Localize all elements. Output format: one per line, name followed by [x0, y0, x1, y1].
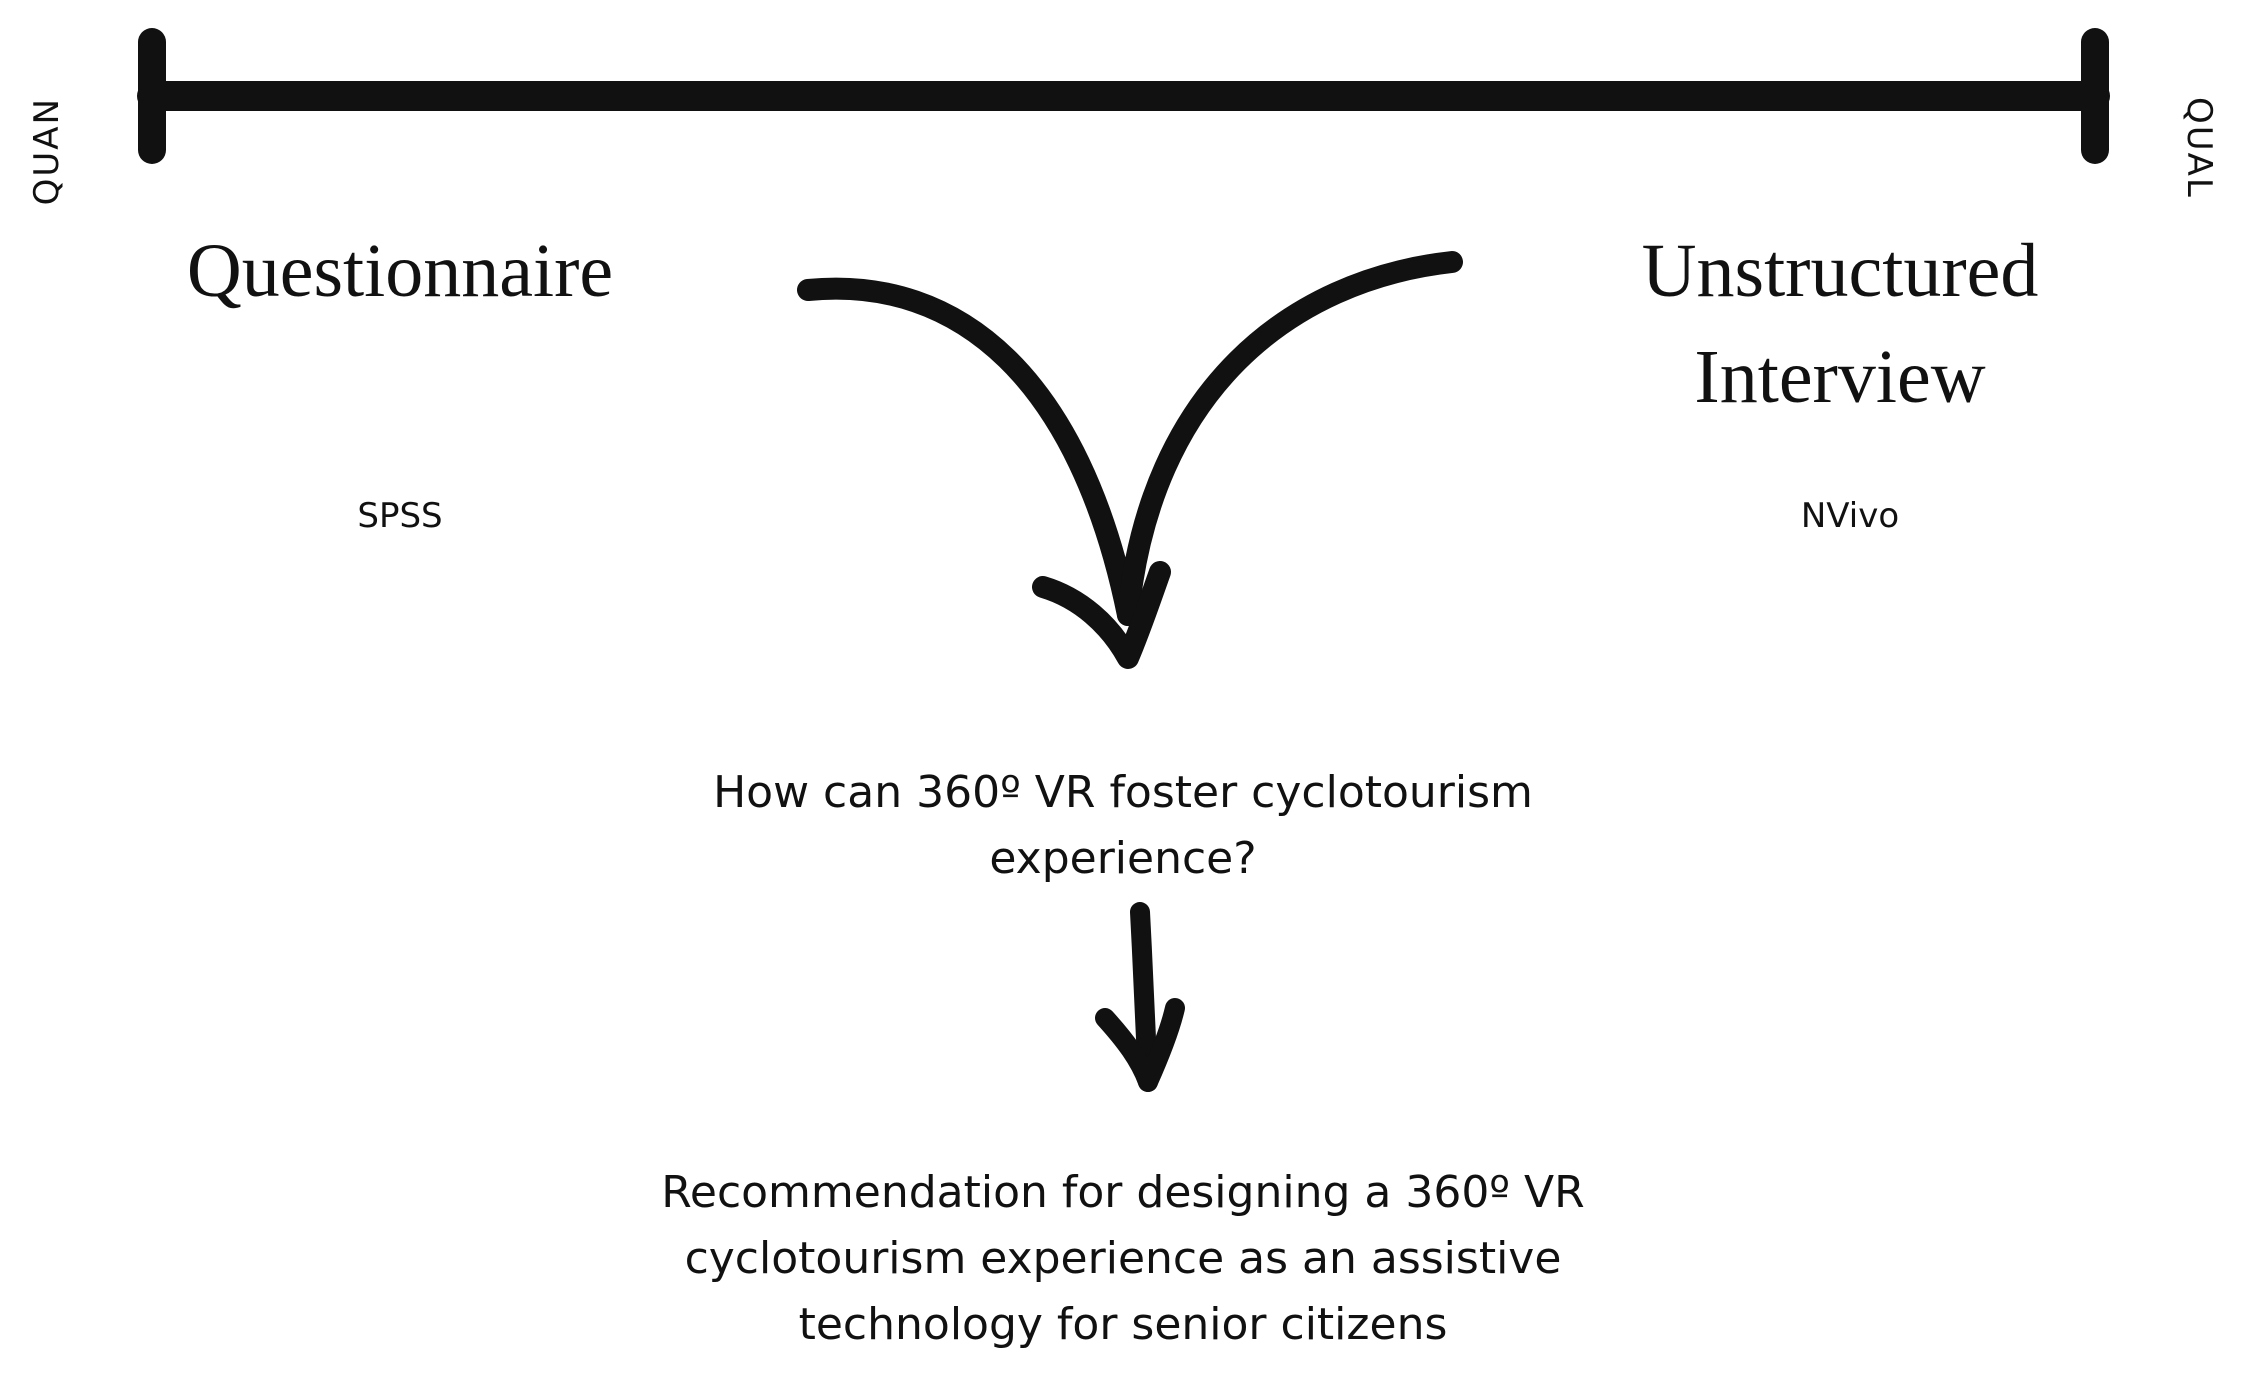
interview-title-line-2: Interview — [1694, 335, 1986, 419]
converging-arrow — [797, 251, 1463, 669]
interview-title: Unstructured Interview — [1590, 218, 2090, 430]
questionnaire-title: Questionnaire — [186, 229, 614, 313]
research-question: How can 360º VR foster cyclotourism expe… — [623, 760, 1623, 892]
spss-label: SPSS — [357, 496, 443, 536]
research-question-line-1: How can 360º VR foster cyclotourism — [713, 767, 1533, 818]
interview-title-line-1: Unstructured — [1641, 229, 2039, 313]
recommendation-line-1: Recommendation for designing a 360º VR — [661, 1167, 1585, 1218]
nvivo-label: NVivo — [1800, 496, 1900, 536]
recommendation-text: Recommendation for designing a 360º VR c… — [573, 1160, 1673, 1358]
converging-arrow-left-stroke — [797, 277, 1139, 626]
research-question-line-2: experience? — [989, 833, 1257, 884]
quan-label: QUAN — [27, 97, 67, 206]
down-arrow — [1095, 902, 1185, 1092]
converging-arrow-head — [1032, 561, 1171, 669]
qual-label: QUAL — [2179, 97, 2219, 199]
converging-arrow-right-stroke — [1117, 251, 1463, 626]
continuum-bar — [137, 28, 2110, 164]
down-arrow-head — [1095, 998, 1185, 1092]
recommendation-line-2: cyclotourism experience as an assistive — [684, 1233, 1562, 1284]
recommendation-line-3: technology for senior citizens — [798, 1299, 1448, 1350]
